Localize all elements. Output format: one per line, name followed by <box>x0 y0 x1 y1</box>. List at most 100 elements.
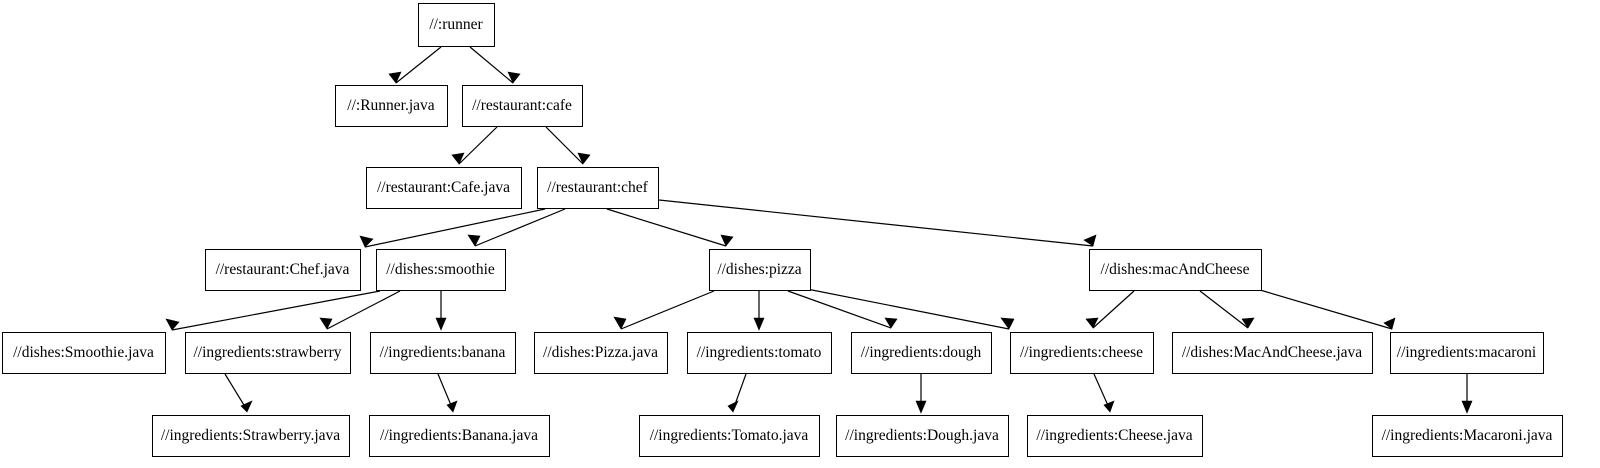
graph-node-runner_java[interactable]: //:Runner.java <box>335 85 448 127</box>
node-box[interactable] <box>185 332 351 374</box>
node-box[interactable] <box>369 415 550 457</box>
graph-node-dishes_pizza[interactable]: //dishes:pizza <box>709 249 811 291</box>
graph-node-ing_macaroni[interactable]: //ingredients:macaroni <box>1390 332 1544 374</box>
node-box[interactable] <box>851 332 992 374</box>
arrowhead-icon <box>577 152 591 165</box>
node-box[interactable] <box>335 85 448 127</box>
edge-line <box>326 290 401 330</box>
edge-line <box>469 46 514 84</box>
edge-line <box>458 126 498 165</box>
edges-layer <box>165 46 1473 414</box>
arrowhead-icon <box>1000 317 1015 330</box>
node-box[interactable] <box>1089 249 1262 291</box>
node-label: //restaurant:cafe <box>472 97 572 114</box>
node-label: //dishes:Smoothie.java <box>13 344 154 361</box>
edge-line <box>1092 290 1135 329</box>
nodes-layer: //:runner //:Runner.java //restaurant:cafe… <box>2 3 1563 457</box>
node-label: //restaurant:Cafe.java <box>377 179 510 196</box>
graph-node-runner[interactable]: //:runner <box>418 3 495 47</box>
node-box[interactable] <box>366 167 522 209</box>
edge-line <box>364 208 546 248</box>
graph-edge <box>224 373 253 413</box>
node-label: //ingredients:Macaroni.java <box>1382 427 1553 444</box>
node-label: //:Runner.java <box>347 97 435 114</box>
node-box[interactable] <box>370 332 516 374</box>
node-box[interactable] <box>1372 415 1563 457</box>
graph-node-cheese_java[interactable]: //ingredients:Cheese.java <box>1027 415 1203 457</box>
node-label: //ingredients:Dough.java <box>845 427 999 444</box>
node-box[interactable] <box>709 249 811 291</box>
graph-node-dishes_smoothie[interactable]: //dishes:smoothie <box>376 249 506 291</box>
graph-node-ing_cheese[interactable]: //ingredients:cheese <box>1010 332 1154 374</box>
node-label: //restaurant:Chef.java <box>216 261 350 278</box>
node-box[interactable] <box>418 3 495 47</box>
graph-edge <box>753 291 765 331</box>
node-box[interactable] <box>376 249 506 291</box>
graph-node-macandcheese_java[interactable]: //dishes:MacAndCheese.java <box>1172 332 1373 374</box>
graph-node-dishes_macandcheese[interactable]: //dishes:macAndCheese <box>1089 249 1262 291</box>
graph-edge <box>469 46 521 84</box>
graph-node-macaroni_java[interactable]: //ingredients:Macaroni.java <box>1372 415 1563 457</box>
graph-node-cafe_java[interactable]: //restaurant:Cafe.java <box>366 167 522 209</box>
node-label: //dishes:pizza <box>717 261 801 278</box>
arrowhead-icon <box>1083 234 1097 247</box>
edge-line <box>787 290 892 329</box>
graph-node-smoothie_java[interactable]: //dishes:Smoothie.java <box>2 332 166 374</box>
graph-node-ing_dough[interactable]: //ingredients:dough <box>851 332 992 374</box>
graph-node-ing_strawberry[interactable]: //ingredients:strawberry <box>185 332 351 374</box>
graph-edge <box>1259 289 1396 330</box>
node-label: //dishes:macAndCheese <box>1101 261 1250 278</box>
node-label: //dishes:MacAndCheese.java <box>1182 344 1362 361</box>
arrowhead-icon <box>613 316 627 330</box>
graph-edge <box>806 288 1015 330</box>
node-box[interactable] <box>687 332 832 374</box>
graph-edge <box>451 126 498 165</box>
node-box[interactable] <box>1172 332 1373 374</box>
graph-node-dough_java[interactable]: //ingredients:Dough.java <box>836 415 1009 457</box>
graph-node-strawberry_java[interactable]: //ingredients:Strawberry.java <box>152 415 350 457</box>
node-box[interactable] <box>537 167 659 209</box>
arrowhead-icon <box>727 400 739 413</box>
node-box[interactable] <box>1027 415 1203 457</box>
graph-node-restaurant_chef[interactable]: //restaurant:chef <box>537 167 659 209</box>
edge-line <box>1259 289 1393 330</box>
graph-edge <box>545 126 591 165</box>
node-box[interactable] <box>836 415 1009 457</box>
graph-node-chef_java[interactable]: //restaurant:Chef.java <box>205 249 361 291</box>
graph-edge <box>1461 374 1473 414</box>
node-label: //ingredients:strawberry <box>193 344 341 361</box>
node-label: //ingredients:Strawberry.java <box>161 427 340 444</box>
node-label: //ingredients:macaroni <box>1397 344 1537 361</box>
edge-line <box>474 208 566 247</box>
node-box[interactable] <box>462 85 583 127</box>
edge-line <box>620 290 715 330</box>
graph-node-ing_banana[interactable]: //ingredients:banana <box>370 332 516 374</box>
graph-edge <box>727 373 747 413</box>
node-box[interactable] <box>1010 332 1154 374</box>
node-box[interactable] <box>534 332 668 374</box>
graph-node-banana_java[interactable]: //ingredients:Banana.java <box>369 415 550 457</box>
arrowhead-icon <box>915 400 927 414</box>
arrowhead-icon <box>451 152 465 165</box>
node-label: //ingredients:dough <box>861 344 982 361</box>
graph-edge <box>388 46 442 84</box>
edge-line <box>395 46 442 84</box>
node-box[interactable] <box>152 415 350 457</box>
node-box[interactable] <box>205 249 361 291</box>
node-box[interactable] <box>1390 332 1544 374</box>
graph-node-restaurant_cafe[interactable]: //restaurant:cafe <box>462 85 583 127</box>
graph-node-ing_tomato[interactable]: //ingredients:tomato <box>687 332 832 374</box>
node-box[interactable] <box>639 415 820 457</box>
graph-node-pizza_java[interactable]: //dishes:Pizza.java <box>534 332 668 374</box>
graph-node-tomato_java[interactable]: //ingredients:Tomato.java <box>639 415 820 457</box>
graph-edge <box>467 208 566 247</box>
arrowhead-icon <box>467 234 481 247</box>
node-label: //dishes:Pizza.java <box>543 344 658 361</box>
graph-edge <box>1085 290 1135 329</box>
node-label: //:runner <box>429 16 483 33</box>
node-label: //ingredients:Cheese.java <box>1036 427 1192 444</box>
node-box[interactable] <box>2 332 166 374</box>
arrowhead-icon <box>1241 317 1255 329</box>
edge-line <box>1199 290 1249 329</box>
arrowhead-icon <box>435 317 447 331</box>
